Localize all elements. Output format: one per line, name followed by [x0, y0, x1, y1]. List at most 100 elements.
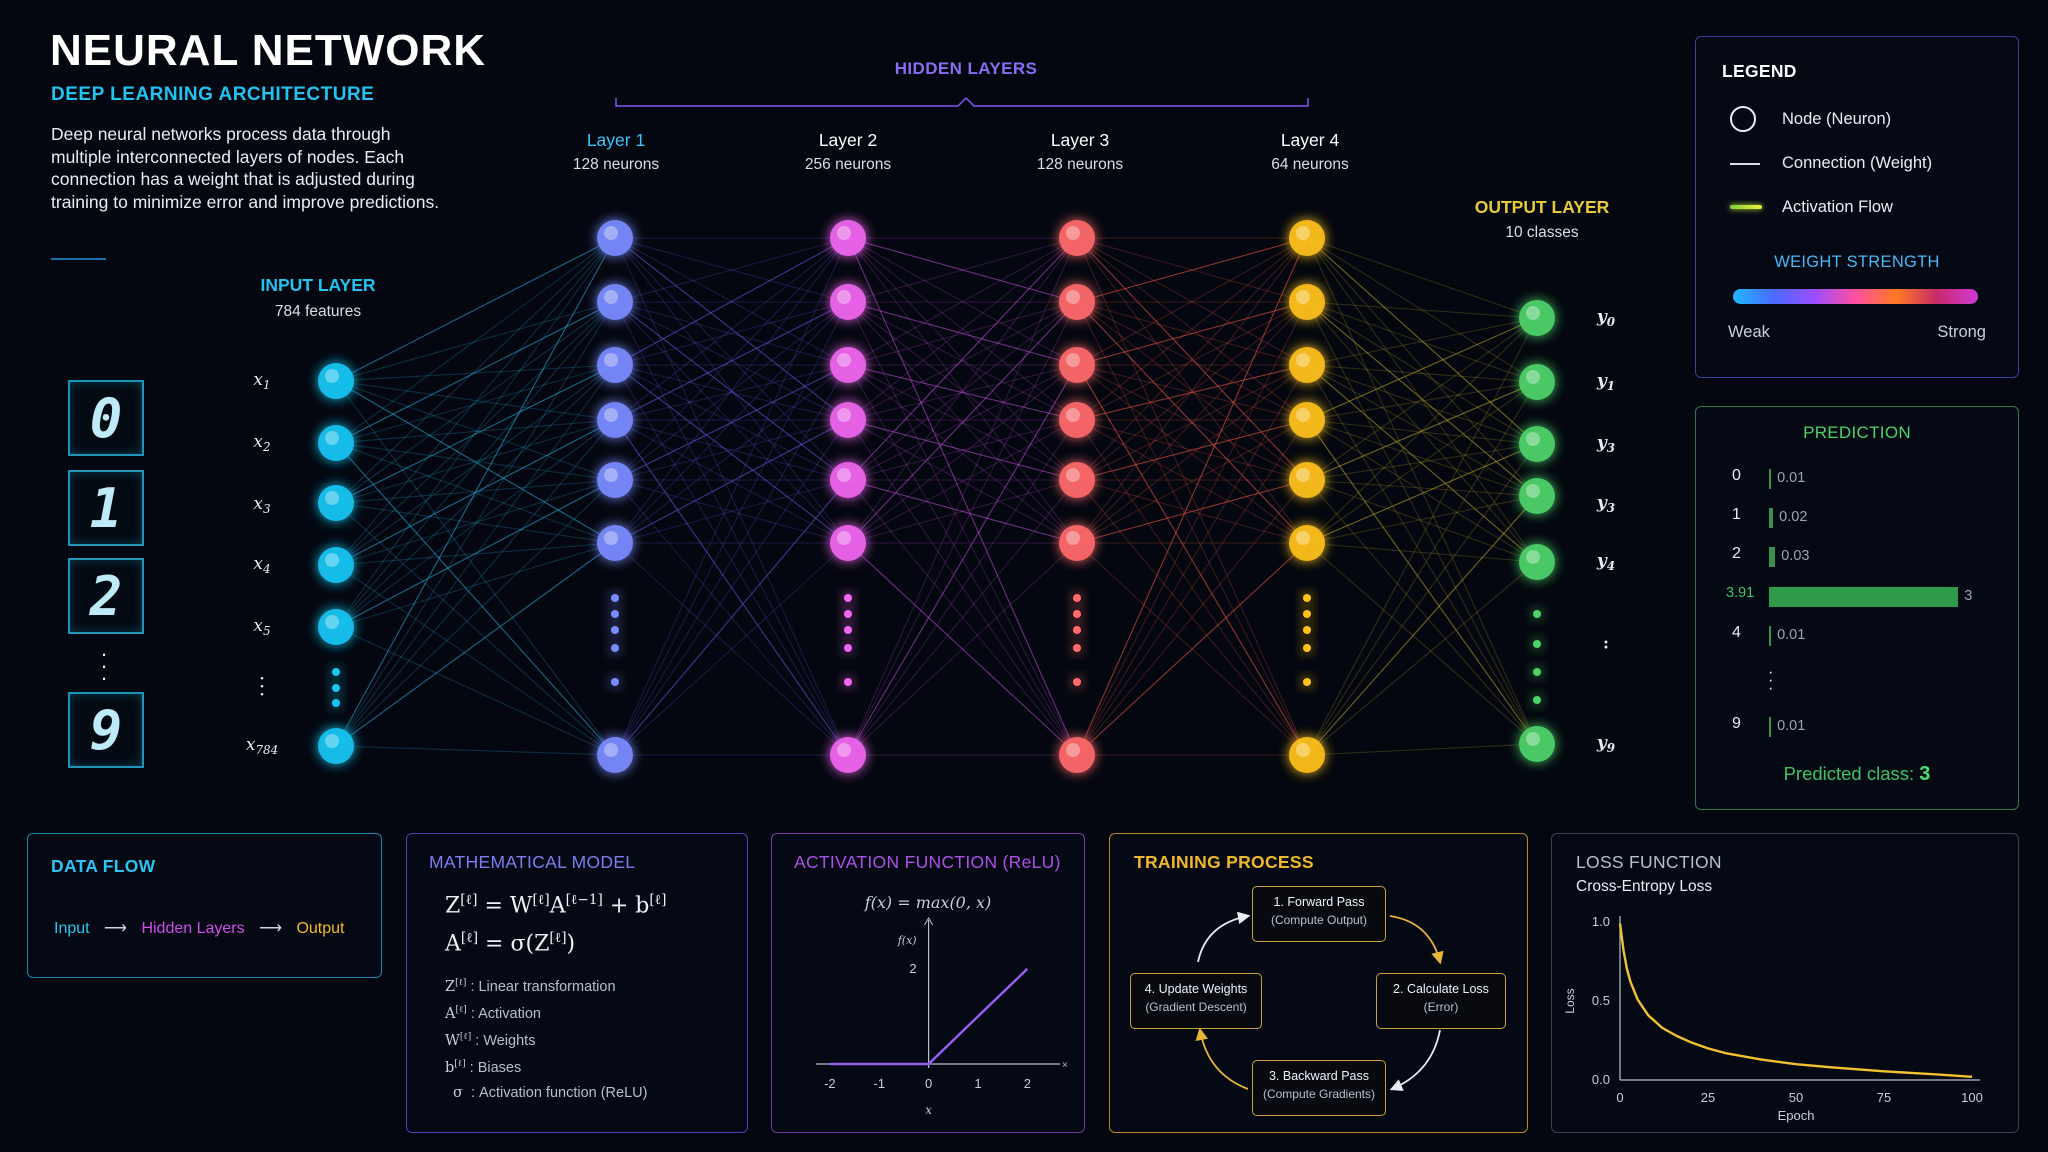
connection-line — [847, 237, 1078, 366]
connection-line — [847, 364, 1078, 421]
connection-line — [614, 364, 849, 481]
arrow-right-icon: ⟶ — [259, 920, 282, 937]
output-ellipsis: : — [1603, 633, 1609, 653]
hidden-layers-label: HIDDEN LAYERS — [894, 59, 1038, 78]
connection-line — [847, 542, 1078, 756]
output-label-3: y3 — [1596, 492, 1616, 516]
train-step-forward: 1. Forward Pass(Compute Output) — [1252, 886, 1386, 942]
node-highlight — [1066, 290, 1080, 304]
ellipsis-dot — [611, 626, 619, 634]
prediction-bar — [1769, 508, 1774, 528]
connection-line — [1076, 237, 1308, 421]
neuron-node — [1519, 726, 1555, 762]
legend-flow-label: Activation Flow — [1782, 198, 1893, 216]
loss-title: LOSS FUNCTION — [1576, 852, 1722, 872]
connection-line — [847, 364, 1078, 544]
connection-line — [1306, 237, 1538, 383]
predicted-class-label: Predicted class: — [1783, 763, 1915, 784]
ellipsis-dot — [1533, 610, 1541, 618]
layer-2-title: Layer 2 — [818, 130, 878, 150]
neuron-node — [1519, 478, 1555, 514]
neuron-node — [830, 737, 866, 773]
connection-line — [1306, 443, 1538, 756]
digit-ellipsis: ··· — [100, 641, 108, 690]
input-label-4: x4 — [253, 553, 271, 577]
node-highlight — [1526, 432, 1540, 446]
x-tick-label: 25 — [1701, 1090, 1715, 1105]
node-highlight — [1526, 370, 1540, 384]
connection-line — [847, 301, 1078, 421]
connection-line — [335, 419, 616, 747]
neuron-node — [597, 737, 633, 773]
node-highlight — [1066, 408, 1080, 422]
input-label-1: x1 — [253, 369, 271, 393]
node-highlight — [604, 353, 618, 367]
connection-line — [1306, 542, 1538, 563]
connection-line — [1076, 301, 1308, 366]
y-axis-label: Loss — [1563, 988, 1577, 1013]
connection-line — [1076, 419, 1308, 544]
connection-line — [847, 479, 1078, 756]
prediction-class-label: 2 — [1732, 545, 1741, 562]
ellipsis-dot — [844, 610, 852, 618]
relu-line — [829, 967, 1029, 1066]
neuron-node — [597, 525, 633, 561]
connection-line — [1306, 479, 1538, 745]
neuron-node — [1289, 347, 1325, 383]
ellipsis-dot — [611, 610, 619, 618]
layer-1-sub: 128 neurons — [572, 156, 660, 173]
neuron-node — [1289, 462, 1325, 498]
training-cycle-arrows — [1195, 911, 1444, 1091]
connection-line — [1306, 237, 1538, 745]
connection-line — [614, 419, 849, 481]
connection-line — [614, 237, 849, 421]
prediction-class-label: 9 — [1732, 715, 1741, 732]
ellipsis-dot — [611, 644, 619, 652]
connection-line — [614, 301, 849, 756]
node-highlight — [1296, 353, 1310, 367]
arrow-right-icon: ⟶ — [104, 920, 127, 937]
connection-line — [335, 364, 616, 628]
connection-line — [335, 301, 616, 747]
loss-curve — [1618, 923, 1973, 1079]
connection-line — [847, 419, 1078, 544]
neuron-node — [1059, 402, 1095, 438]
connection-line — [614, 364, 849, 421]
math-def-a: A[ℓ] : Activation — [445, 1005, 541, 1022]
input-label-784: x784 — [245, 734, 279, 758]
connection-line — [1306, 237, 1538, 319]
connection-line — [1306, 495, 1538, 756]
connection-line — [847, 364, 1078, 544]
connection-line — [614, 237, 849, 481]
connection-line — [1076, 301, 1308, 421]
connection-line — [1076, 364, 1308, 544]
connection-line — [614, 237, 849, 366]
y-tick-label: 0.5 — [1592, 993, 1610, 1008]
math-def-b: b[ℓ] : Biases — [445, 1059, 522, 1076]
connection-line — [614, 542, 849, 756]
ellipsis-dot — [844, 594, 852, 602]
x-axis-arrow-label: × — [1062, 1060, 1068, 1071]
connection-line — [335, 301, 616, 566]
connection-line — [614, 301, 849, 544]
connection-line — [847, 364, 1078, 756]
digit-sample-2: 2 — [68, 558, 144, 634]
connection-line — [614, 419, 849, 756]
connection-line — [335, 237, 616, 504]
divider — [51, 258, 106, 260]
ellipsis-dot — [1303, 610, 1311, 618]
connection-line — [1076, 237, 1308, 421]
ellipsis-dot — [1533, 696, 1541, 704]
legend-node-label: Node (Neuron) — [1782, 110, 1892, 128]
activation-title: ACTIVATION FUNCTION (ReLU) — [794, 852, 1061, 872]
connection-line — [847, 301, 1078, 481]
connection-line — [847, 237, 1078, 303]
connection-line — [1076, 237, 1308, 366]
node-highlight — [1296, 743, 1310, 757]
connection-line — [335, 442, 616, 481]
